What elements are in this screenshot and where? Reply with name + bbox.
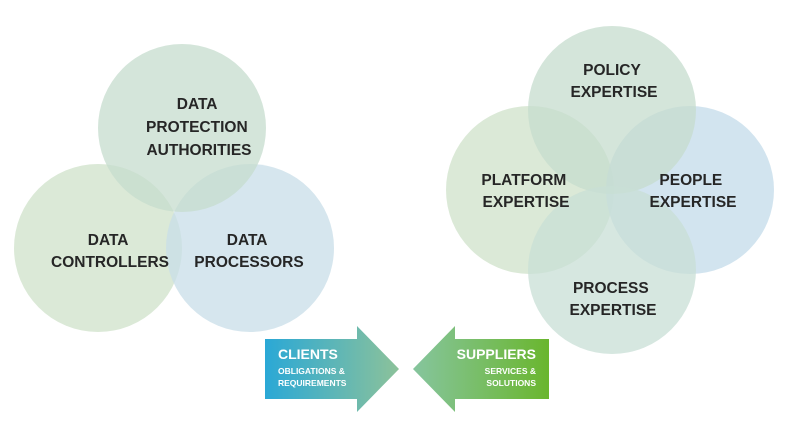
suppliers-title: SUPPLIERS <box>457 346 536 362</box>
label-people-expertise: PEOPLE EXPERTISE <box>650 172 737 211</box>
clients-title: CLIENTS <box>278 346 338 362</box>
clients-arrow: CLIENTS OBLIGATIONS & REQUIREMENTS <box>265 326 399 412</box>
label-data-protection-authorities: DATA PROTECTION AUTHORITIES <box>146 96 252 159</box>
suppliers-subtitle-line1: SERVICES & <box>485 366 536 376</box>
clients-subtitle-line1: OBLIGATIONS & <box>278 366 345 376</box>
label-data-processors: DATA PROCESSORS <box>194 232 303 271</box>
suppliers-arrow: SUPPLIERS SERVICES & SOLUTIONS <box>413 326 549 412</box>
label-data-controllers: DATA CONTROLLERS <box>51 232 169 271</box>
left-venn: DATA PROTECTION AUTHORITIES DATA CONTROL… <box>14 44 334 332</box>
circle-data-controllers <box>14 164 182 332</box>
circle-process-expertise <box>528 186 696 354</box>
label-policy-expertise: POLICY EXPERTISE <box>571 62 658 101</box>
right-venn: POLICY EXPERTISE PLATFORM EXPERTISE PEOP… <box>446 26 774 354</box>
circle-data-protection-authorities <box>98 44 266 212</box>
label-process-expertise: PROCESS EXPERTISE <box>570 280 657 319</box>
clients-arrow-shape <box>265 326 399 412</box>
circle-policy-expertise <box>528 26 696 194</box>
suppliers-arrow-shape <box>413 326 549 412</box>
suppliers-subtitle-line2: SOLUTIONS <box>486 378 536 388</box>
label-platform-expertise: PLATFORM EXPERTISE <box>481 172 570 211</box>
clients-subtitle-line2: REQUIREMENTS <box>278 378 347 388</box>
